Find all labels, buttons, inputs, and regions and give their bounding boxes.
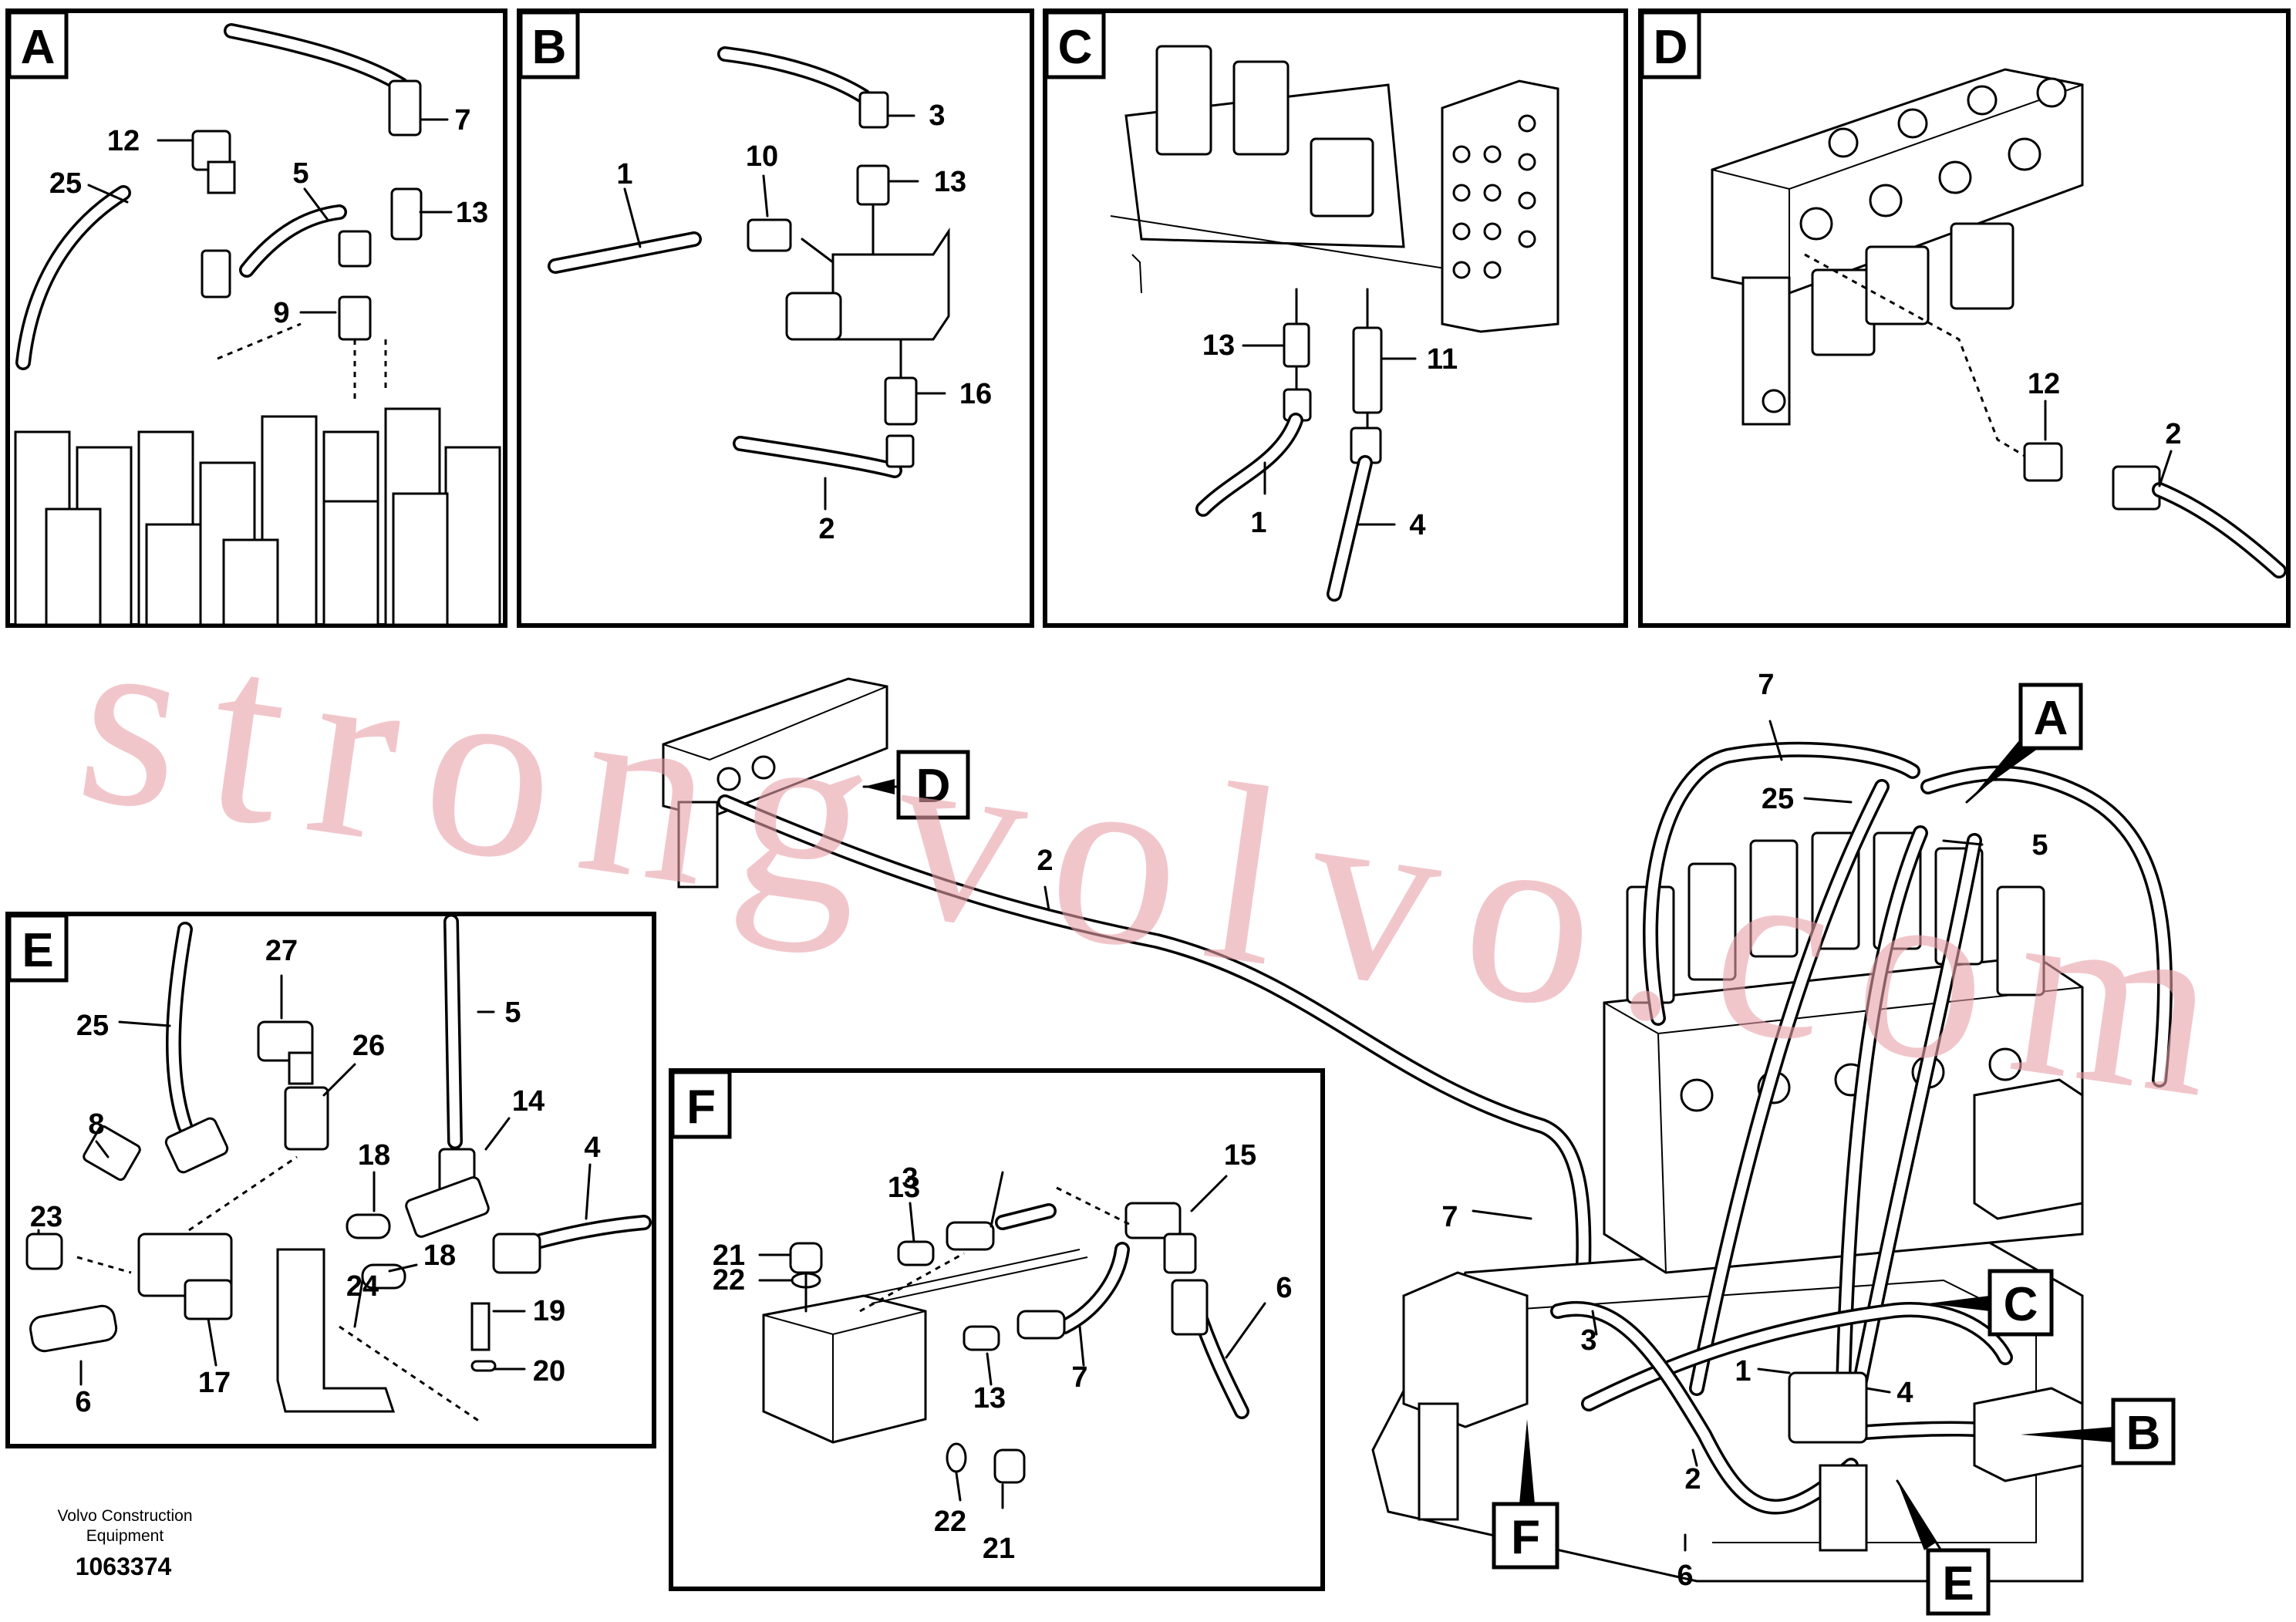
panel-a-label-5: 7 <box>454 104 470 137</box>
panel-a-label-6: 13 <box>456 197 488 229</box>
panel-a-label-2: 25 <box>49 167 82 200</box>
footer-company-line2: Equipment <box>86 1527 164 1545</box>
main-callout-c-box <box>1988 1269 2054 1337</box>
panel-b-label-2: 10 <box>746 140 778 173</box>
panel-f-letter: F <box>686 1081 716 1134</box>
main-label-9: 2 <box>1684 1463 1701 1496</box>
main-callout-c: C <box>2004 1278 2038 1331</box>
panel-c-label-2: 11 <box>1427 343 1458 376</box>
main-callout-e-box <box>1926 1548 1991 1616</box>
main-label-8: 4 <box>1896 1377 1913 1409</box>
panel-e-label-3: 26 <box>352 1030 385 1062</box>
main-label-1: 7 <box>1758 669 1774 701</box>
main-callout-f: F <box>1511 1511 1540 1564</box>
panel-e-label-6: 18 <box>358 1139 390 1172</box>
main-callout-a: A <box>2034 692 2068 745</box>
panel-b-label-5: 16 <box>959 378 992 410</box>
panel-a: A <box>5 8 507 628</box>
panel-b-label-3: 3 <box>929 99 945 132</box>
panel-f-label-7: 7 <box>1071 1361 1087 1394</box>
panel-c-label-4: 4 <box>1409 509 1425 541</box>
panel-e-label-1: 27 <box>265 935 298 967</box>
main-callout-e: E <box>1942 1557 1974 1610</box>
panel-e-label-4: 5 <box>504 996 521 1029</box>
panel-d-letter-box <box>1640 10 1701 79</box>
panel-e-label-13: 20 <box>533 1355 565 1388</box>
panel-b-label-6: 2 <box>818 513 834 545</box>
panel-a-letter: A <box>21 21 56 74</box>
main-callout-d-box <box>896 750 970 820</box>
panel-e-letter-box <box>7 913 69 983</box>
panel-e-label-12: 19 <box>533 1295 565 1327</box>
panel-e-label-14: 6 <box>75 1386 91 1418</box>
panel-d-label-1: 12 <box>2028 368 2060 400</box>
panel-f-label-1: 3 <box>902 1162 918 1195</box>
panel-f-label-3: 15 <box>1224 1139 1256 1172</box>
main-label-7: 1 <box>1735 1355 1751 1388</box>
panel-c-valve-block <box>1110 45 1559 333</box>
panel-e: E 27 <box>5 912 656 1448</box>
panel-f: F 3 13 1 <box>669 1068 1325 1591</box>
panel-a-letter-box <box>7 10 69 79</box>
panel-f-label-5: 22 <box>713 1264 745 1297</box>
panel-c: C 13 11 1 4 <box>1043 8 1628 628</box>
main-assembly: 7 25 5 2 7 3 1 4 2 6 A D C B F E <box>662 669 2176 1616</box>
panel-c-letter-box <box>1044 10 1106 79</box>
panel-d: D 12 2 <box>1638 8 2291 628</box>
panel-d-manifold <box>1711 68 2084 426</box>
panel-d-letter: D <box>1654 21 1688 74</box>
panel-f-letter-box <box>670 1070 732 1139</box>
panel-a-valve-block <box>14 407 501 626</box>
panel-f-label-8: 13 <box>973 1382 1006 1415</box>
panel-f-label-2: 13 <box>888 1172 920 1204</box>
panel-c-label-1: 13 <box>1202 329 1235 362</box>
panel-f-label-9: 22 <box>934 1506 966 1538</box>
panel-e-label-11: 24 <box>346 1270 379 1303</box>
panel-b-label-1: 1 <box>616 158 632 191</box>
main-label-3: 5 <box>2031 829 2048 862</box>
main-callout-d: D <box>916 760 951 813</box>
panel-e-label-15: 17 <box>198 1367 231 1399</box>
main-label-5: 7 <box>1441 1201 1458 1233</box>
panel-a-label-3: 5 <box>292 157 308 190</box>
panel-c-label-3: 1 <box>1250 507 1266 539</box>
panel-b-letter: B <box>532 21 567 74</box>
panel-e-label-8: 4 <box>584 1131 600 1164</box>
panel-e-letter: E <box>22 924 53 977</box>
main-callout-b-box <box>2111 1398 2176 1465</box>
main-label-10: 6 <box>1677 1560 1693 1592</box>
panel-f-label-4: 21 <box>713 1239 745 1272</box>
panel-b-letter-box <box>518 10 580 79</box>
main-callout-f-box <box>1492 1502 1559 1570</box>
panel-b: B 1 10 3 13 16 2 <box>517 8 1034 628</box>
main-callout-a-box <box>2018 683 2083 750</box>
panel-e-label-5: 8 <box>88 1108 104 1141</box>
panel-e-label-9: 23 <box>30 1201 62 1233</box>
panel-b-label-4: 13 <box>934 166 966 198</box>
panel-f-label-10: 21 <box>983 1533 1015 1565</box>
panel-c-letter: C <box>1058 21 1093 74</box>
panel-e-label-10: 18 <box>423 1239 456 1272</box>
panel-b-frame <box>517 8 1034 628</box>
main-label-6: 3 <box>1580 1324 1596 1357</box>
main-top-manifold <box>662 677 888 889</box>
panel-a-label-1: 12 <box>107 125 140 157</box>
main-callout-b: B <box>2126 1407 2161 1460</box>
panel-e-label-7: 14 <box>512 1085 544 1118</box>
panel-a-label-4: 9 <box>273 297 289 329</box>
main-label-4: 2 <box>1037 845 1053 877</box>
footer-company-line1: Volvo Construction <box>57 1507 192 1525</box>
main-label-2: 25 <box>1762 783 1794 815</box>
panel-e-frame <box>5 912 656 1448</box>
panel-e-label-2: 25 <box>76 1010 109 1042</box>
panel-f-label-6: 6 <box>1276 1272 1292 1304</box>
footer-drawing-number: 1063374 <box>76 1553 172 1580</box>
panel-d-label-2: 2 <box>2165 418 2181 450</box>
